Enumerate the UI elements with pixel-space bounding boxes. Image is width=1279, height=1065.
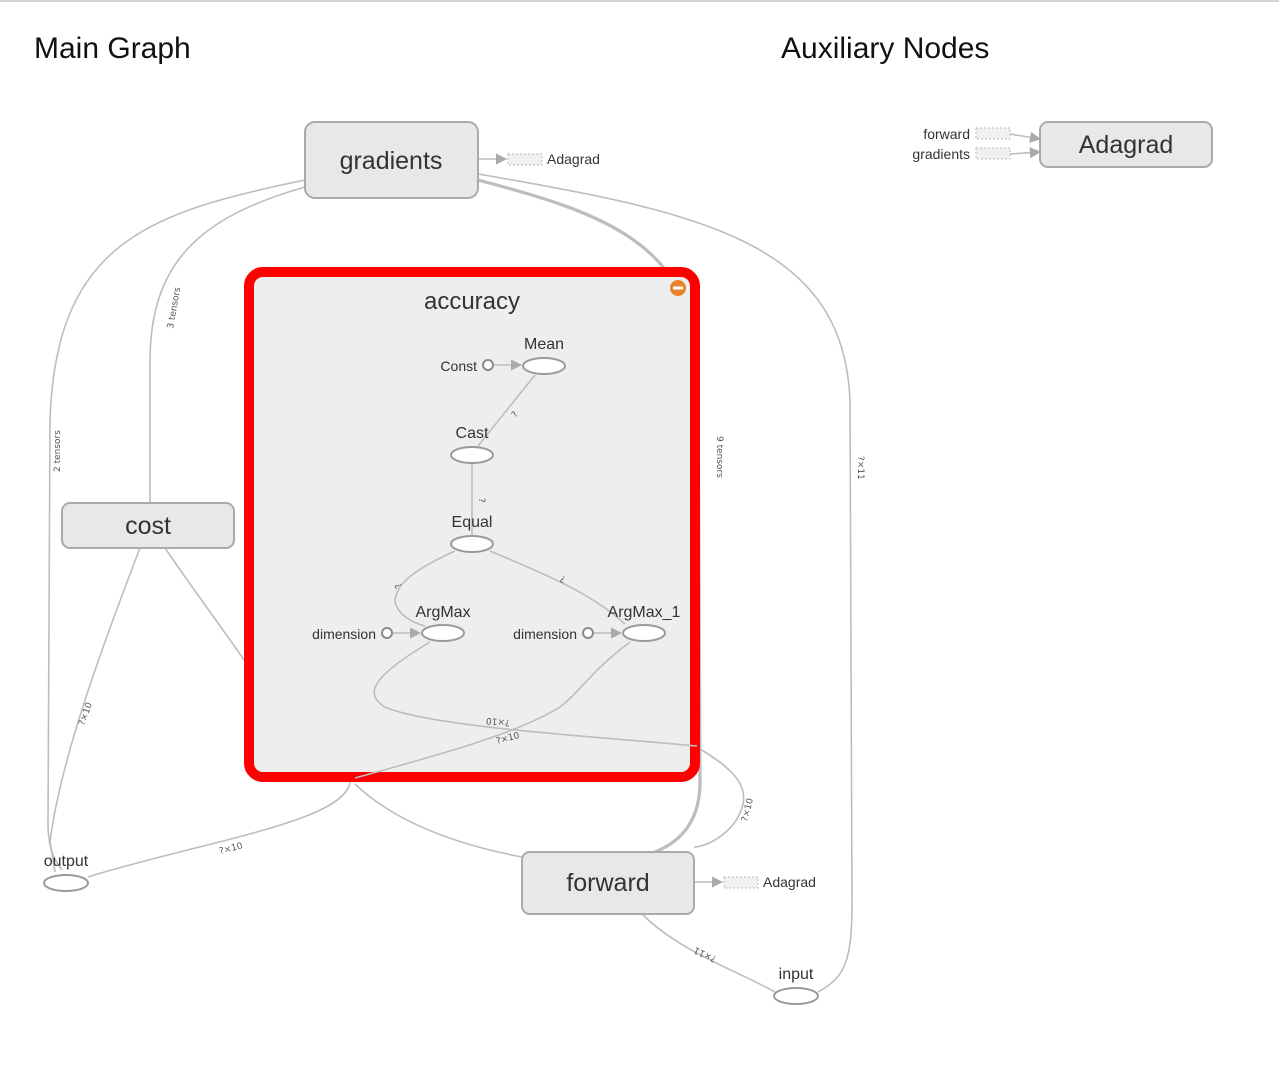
equal-node[interactable]: Equal — [450, 514, 494, 553]
dimension-left-node[interactable]: dimension — [312, 626, 393, 642]
edge-label-9-tensors: 9 tensors — [714, 436, 724, 478]
accuracy-group[interactable]: accuracy Mean Const Cast Equal — [244, 267, 700, 782]
cost-node[interactable]: cost — [61, 502, 235, 549]
edge-label-q-equal-argmax: ? — [393, 580, 404, 590]
cast-label: Cast — [456, 425, 489, 442]
adagrad-aux-label: Adagrad — [1079, 131, 1174, 159]
aux-forward-stub-label: forward — [923, 126, 970, 142]
edge-cost-accuracy — [164, 547, 245, 661]
edge-label-q-equal-argmax1: ? — [559, 572, 567, 583]
cast-node[interactable]: Cast — [450, 425, 494, 464]
adagrad-aux-node[interactable]: Adagrad — [1039, 121, 1213, 168]
gradients-node[interactable]: gradients — [304, 121, 479, 199]
input-node[interactable]: input — [773, 966, 819, 1005]
edge-label-qx11-input: ?×11 — [692, 944, 718, 963]
edge-accuracy-forward — [354, 783, 523, 858]
edge-argmax-out — [373, 641, 698, 747]
edge-aux-forward — [1009, 131, 1042, 143]
const-label: Const — [440, 358, 477, 374]
edge-label-q-mean-cast: ? — [510, 410, 521, 420]
main-graph-title: Main Graph — [34, 32, 191, 65]
argmax-node[interactable]: ArgMax — [415, 604, 471, 642]
edge-accuracy-output — [87, 781, 351, 878]
argmax1-node[interactable]: ArgMax_1 — [608, 604, 681, 642]
edge-label-qx10-argmax: ?×10 — [485, 715, 510, 727]
aux-forward-stub[interactable]: forward — [923, 126, 1011, 142]
argmax-label: ArgMax — [415, 604, 470, 621]
mean-node[interactable]: Mean — [522, 336, 566, 375]
edge-argmax1-out — [354, 641, 631, 779]
forward-label: forward — [566, 869, 649, 897]
const-node[interactable]: Const — [440, 358, 494, 374]
minus-circle-icon[interactable] — [670, 280, 686, 296]
edge-equal-argmax — [394, 550, 456, 627]
edge-label-qx10-output: ?×10 — [218, 841, 244, 857]
edge-gradients-input — [477, 173, 853, 993]
edge-gradients-cost — [149, 186, 306, 502]
cost-label: cost — [125, 512, 171, 540]
output-node[interactable]: output — [43, 853, 89, 892]
forward-adagrad-stub[interactable]: Adagrad — [723, 874, 816, 890]
equal-label: Equal — [452, 514, 493, 531]
aux-gradients-stub-label: gradients — [912, 146, 970, 162]
forward-adagrad-stub-label: Adagrad — [763, 874, 816, 890]
input-label: input — [779, 966, 814, 983]
edge-forward-input — [641, 913, 776, 993]
edge-mean-cast — [477, 374, 536, 447]
dimension-right-node[interactable]: dimension — [513, 626, 594, 642]
aux-gradients-stub[interactable]: gradients — [912, 146, 1011, 162]
forward-node[interactable]: forward — [521, 851, 695, 915]
edge-label-qx10-cost-output: ?×10 — [77, 701, 95, 727]
argmax1-label: ArgMax_1 — [608, 604, 681, 621]
edge-argmax-forward-right — [693, 745, 745, 848]
gradients-adagrad-stub-label: Adagrad — [547, 151, 600, 167]
dimension-right-label: dimension — [513, 626, 577, 642]
accuracy-title: accuracy — [424, 288, 520, 315]
edge-cost-output — [49, 547, 141, 873]
edge-label-q-cast-equal: ? — [476, 498, 486, 503]
edge-equal-argmax1 — [489, 550, 626, 625]
dimension-left-label: dimension — [312, 626, 376, 642]
edge-label-qx11-right: ?×11 — [855, 456, 865, 480]
gradients-label: gradients — [340, 147, 443, 175]
auxiliary-nodes-title: Auxiliary Nodes — [781, 32, 990, 65]
edge-label-2-tensors: 2 tensors — [53, 430, 63, 472]
edge-aux-gradients — [1009, 147, 1042, 159]
gradients-adagrad-stub[interactable]: Adagrad — [507, 151, 600, 167]
output-label: output — [44, 853, 89, 870]
edge-label-3-tensors: 3 tensors — [166, 286, 183, 329]
mean-label: Mean — [524, 336, 564, 353]
